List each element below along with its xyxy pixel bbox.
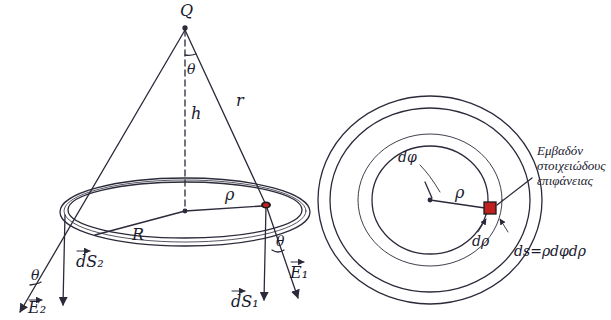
angle-label: θ <box>187 62 195 77</box>
angle-label: dφ <box>398 150 417 165</box>
vector-label: E₁ <box>290 264 308 282</box>
formula-label: ds=ρdφdρ <box>514 244 586 259</box>
vector-label: dS₂ <box>76 253 104 271</box>
angle-label: θ <box>276 234 284 249</box>
radius-label: R <box>132 226 144 244</box>
vector-label: dS₁ <box>231 293 259 311</box>
angle-label: θ <box>31 268 39 283</box>
radius-label: ρ <box>455 184 464 202</box>
callout-note: Εμβαδόν στοιχειώδους επιφάνειας <box>537 144 607 189</box>
distance-label: r <box>236 92 244 110</box>
height-label: h <box>191 105 201 123</box>
vector-label: E₂ <box>28 299 46 317</box>
charge-label: Q <box>180 2 193 20</box>
width-label: dρ <box>472 234 489 249</box>
radius-label: ρ <box>225 186 234 204</box>
